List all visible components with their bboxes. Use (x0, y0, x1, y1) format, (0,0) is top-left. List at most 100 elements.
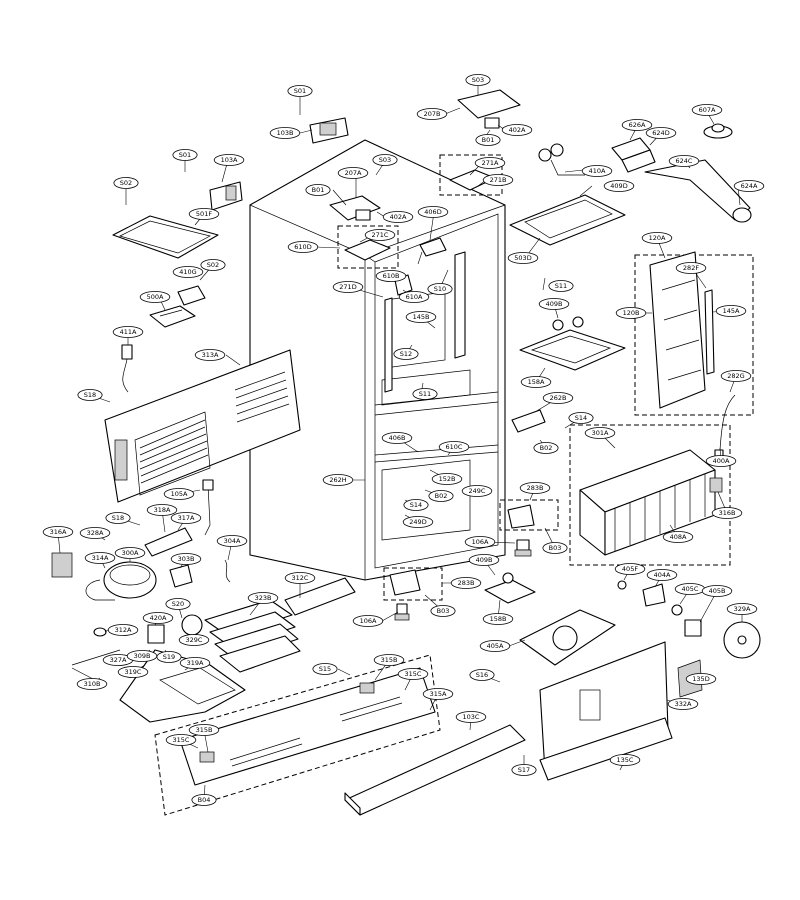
callout-409d: 409D (603, 180, 635, 192)
callout-bubble (468, 554, 500, 566)
callout-bubble (701, 585, 733, 597)
callout-text: S03 (472, 76, 484, 84)
dispenser-409d (509, 194, 626, 246)
drain-pan-319a (119, 649, 246, 723)
tray-158b (484, 572, 536, 604)
callout-103b: 103B (269, 127, 301, 139)
callout-text: 501F (196, 210, 212, 218)
callout-bubble (200, 259, 226, 271)
callout-bubble (156, 651, 182, 663)
callout-bubble (542, 542, 568, 554)
callout-text: 318A (154, 506, 171, 514)
callout-bubble (332, 281, 364, 293)
callout-400a: 400A (705, 455, 737, 467)
callout-bubble (691, 104, 723, 116)
callout-bubble (393, 348, 419, 360)
callout-text: S16 (476, 671, 488, 679)
callout-text: 315A (430, 690, 447, 698)
callout-607a: 607A (691, 104, 723, 116)
callout-bubble (107, 624, 139, 636)
bracket-262b (511, 409, 546, 433)
part-316b (709, 477, 723, 493)
callout-bubble (614, 563, 646, 575)
callout-bubble (464, 536, 496, 548)
callout-text: 409D (610, 182, 627, 190)
compressor-300a (103, 561, 157, 599)
callout-text: 282F (683, 264, 699, 272)
callout-b01b: B01 (305, 184, 331, 196)
callout-317a: 317A (170, 512, 202, 524)
callout-bubble (469, 669, 495, 681)
fan-blade-329a (723, 621, 761, 659)
callout-text: S14 (410, 501, 422, 509)
auger-626a-624d (611, 137, 656, 173)
callout-624a: 624A (733, 180, 765, 192)
callout-bubble (142, 612, 174, 624)
callout-bubble (501, 124, 533, 136)
callout-103a: 103A (213, 154, 245, 166)
callout-319a: 319A (179, 657, 211, 669)
callout-text: 103C (463, 713, 480, 721)
callout-bubble (474, 157, 506, 169)
callout-text: 319C (125, 668, 142, 676)
part-103a (209, 181, 243, 211)
callout-text: S20 (172, 600, 184, 608)
callout-145b: 145B (405, 311, 437, 323)
callout-text: 328A (87, 529, 104, 537)
callout-text: 610D (294, 243, 311, 251)
callout-207b: 207B (416, 108, 448, 120)
callout-text: 406B (389, 434, 406, 442)
callout-s11a: S11 (548, 280, 574, 292)
callout-271c: 271C (364, 229, 396, 241)
bracket-318a (144, 527, 193, 557)
callout-bubble (711, 507, 743, 519)
callout-bubble (511, 764, 537, 776)
callout-text: 319A (187, 659, 204, 667)
wire-282g (714, 394, 736, 463)
callout-b01a: B01 (475, 134, 501, 146)
part-500a (149, 305, 196, 328)
callout-bubble (402, 516, 434, 528)
bracket-207b (457, 89, 521, 129)
tube-314a (85, 579, 115, 601)
callout-text: 309B (134, 652, 151, 660)
callout-bubble (382, 211, 414, 223)
callout-329a: 329A (726, 603, 758, 615)
fan-shroud-405a (519, 609, 616, 666)
callout-bubble (381, 432, 413, 444)
callout-bubble (179, 657, 211, 669)
callout-text: 152B (439, 475, 456, 483)
callout-text: 207B (424, 110, 441, 118)
callout-s01a: S01 (287, 85, 313, 97)
callout-315bb: 315B (188, 724, 220, 736)
assembly-box-271c (337, 225, 399, 269)
cover-135c (539, 717, 673, 781)
callout-text: S02 (207, 261, 219, 269)
callout-text: 249C (469, 487, 486, 495)
callout-bubble (667, 698, 699, 710)
assembly-box-283b (499, 499, 559, 531)
callout-626a: 626A (621, 119, 653, 131)
base-plate-315a (179, 667, 436, 786)
control-panel-313a (104, 349, 301, 503)
callout-406d: 406D (417, 206, 449, 218)
callout-303b: 303B (170, 553, 202, 565)
callout-text: 404A (654, 571, 671, 579)
callout-bubble (191, 794, 217, 806)
callout-bubble (42, 526, 74, 538)
callout-text: S02 (120, 179, 132, 187)
callout-bubble (726, 603, 758, 615)
callout-bubble (364, 229, 396, 241)
callout-406b: 406B (381, 432, 413, 444)
callout-text: 610B (383, 272, 400, 280)
callout-text: B02 (435, 492, 448, 500)
callout-bubble (720, 370, 752, 382)
callout-text: 120A (649, 234, 666, 242)
callout-145a: 145A (715, 305, 747, 317)
callout-text: 624A (741, 182, 758, 190)
callout-314a: 314A (84, 552, 116, 564)
callout-text: 624D (652, 129, 669, 137)
callout-262h: 262H (322, 474, 354, 486)
callout-s18a: S18 (77, 389, 103, 401)
callout-text: 410G (179, 268, 196, 276)
